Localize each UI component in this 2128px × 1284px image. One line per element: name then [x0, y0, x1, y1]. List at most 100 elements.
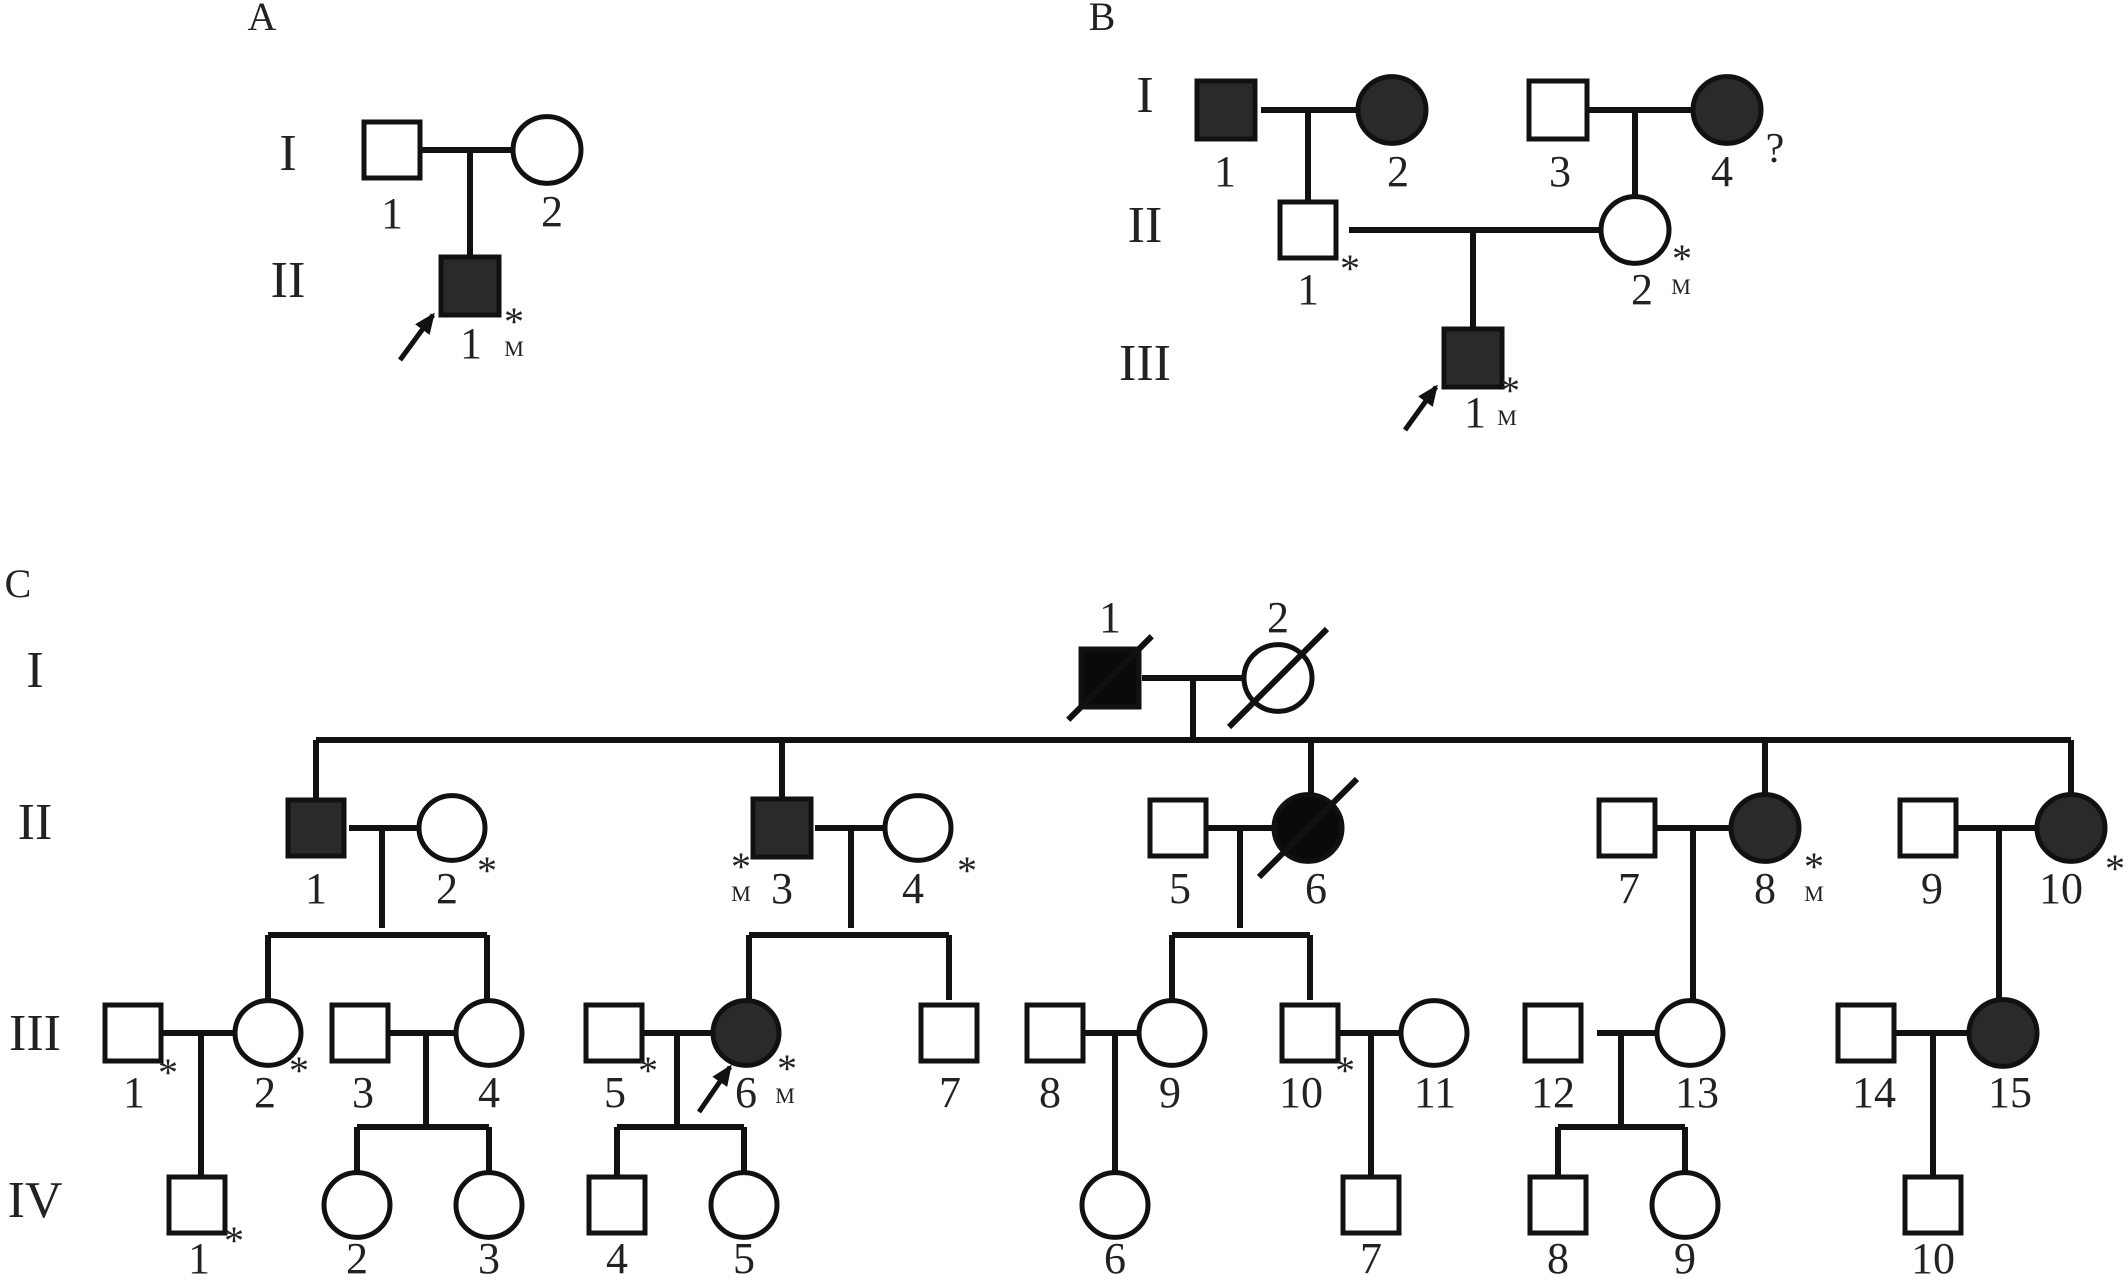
individual-female	[708, 1170, 780, 1240]
individual-number: 1	[381, 189, 403, 238]
individual-number: 10	[1279, 1068, 1323, 1117]
deceased-slash	[1226, 626, 1330, 730]
individual-number: 2	[1267, 593, 1289, 642]
individual-male	[1024, 1002, 1086, 1064]
male-symbol	[102, 1002, 164, 1064]
tested-asterisk: *	[638, 1048, 658, 1093]
mutation-label: M	[1497, 405, 1517, 430]
individual-male	[586, 1174, 648, 1236]
male-symbol	[1340, 1174, 1402, 1236]
male-symbol	[1522, 1002, 1584, 1064]
individual-number: 5	[604, 1068, 626, 1117]
individual-male	[1066, 634, 1154, 722]
individual-number: 12	[1531, 1068, 1575, 1117]
individual-number: 1	[1214, 147, 1236, 196]
individual-female	[696, 998, 782, 1114]
individual-female	[1598, 194, 1672, 266]
individual-number: 9	[1159, 1068, 1181, 1117]
male-symbol	[1527, 1174, 1589, 1236]
male-symbol	[1194, 78, 1258, 142]
female-symbol	[710, 998, 782, 1068]
individual-number: 4	[902, 864, 924, 913]
individual-number: 3	[1549, 147, 1571, 196]
tested-asterisk: *	[731, 844, 751, 889]
male-symbol	[1526, 78, 1590, 142]
female-symbol	[510, 114, 584, 186]
individual-male	[583, 1002, 645, 1064]
male-symbol	[750, 796, 814, 860]
mutation-label: M	[775, 1083, 795, 1108]
individual-male	[1526, 78, 1590, 142]
individual-number: 7	[1360, 1234, 1382, 1279]
female-symbol	[1966, 997, 2040, 1069]
female-symbol	[1649, 1170, 1721, 1240]
proband-arrow	[696, 1064, 733, 1114]
uncertain-mark: ?	[1766, 126, 1785, 172]
female-symbol	[1398, 998, 1470, 1068]
individual-number: 2	[1387, 147, 1409, 196]
individual-number: 3	[478, 1234, 500, 1279]
mutation-label: M	[1804, 881, 1824, 906]
individual-female	[1649, 1170, 1721, 1240]
panel-label: B	[1089, 0, 1116, 39]
deceased-slash	[1066, 634, 1154, 722]
individual-number: 4	[606, 1234, 628, 1279]
male-symbol	[1147, 797, 1209, 859]
individual-male	[1902, 1174, 1964, 1236]
individual-female	[232, 998, 304, 1068]
individual-male	[918, 1002, 980, 1064]
male-symbol	[1897, 797, 1959, 859]
individual-number: 8	[1547, 1234, 1569, 1279]
tested-asterisk: *	[2105, 846, 2125, 891]
individual-female	[1226, 626, 1330, 730]
male-symbol	[1596, 797, 1658, 859]
individual-number: 5	[1169, 864, 1191, 913]
generation-label: II	[271, 252, 306, 309]
individual-male	[1194, 78, 1258, 142]
individual-female	[1136, 998, 1208, 1068]
individual-male	[166, 1174, 228, 1236]
individual-male	[329, 1002, 391, 1064]
tested-asterisk: *	[1340, 246, 1360, 291]
individual-female	[1728, 792, 1802, 864]
individual-number: 1	[460, 319, 482, 368]
individual-number: 1	[123, 1068, 145, 1117]
individual-number: 2	[254, 1068, 276, 1117]
individual-number: 14	[1852, 1068, 1896, 1117]
individual-number: 6	[735, 1068, 757, 1117]
individual-female	[2034, 792, 2108, 864]
individual-number: 1	[305, 864, 327, 913]
male-symbol	[1279, 1002, 1341, 1064]
generation-label: III	[1119, 335, 1171, 392]
male-symbol	[1835, 1002, 1897, 1064]
generation-label: I	[26, 642, 43, 699]
individual-number: 5	[733, 1234, 755, 1279]
individual-male	[1340, 1174, 1402, 1236]
individual-number: 2	[346, 1234, 368, 1279]
individual-male	[102, 1002, 164, 1064]
generation-label: III	[9, 1005, 61, 1062]
individual-number: 1	[1297, 265, 1319, 314]
individual-female	[882, 793, 954, 863]
generation-label: I	[1136, 67, 1153, 124]
generation-label: II	[1128, 197, 1163, 254]
individual-number: 9	[1921, 864, 1943, 913]
individual-number: 3	[771, 864, 793, 913]
individual-female	[416, 793, 488, 863]
female-symbol	[1355, 74, 1429, 146]
individual-male	[1897, 797, 1959, 859]
mutation-label: M	[1671, 274, 1691, 299]
male-symbol	[918, 1002, 980, 1064]
individual-number: 7	[1618, 864, 1640, 913]
individual-number: 7	[939, 1068, 961, 1117]
individual-number: 9	[1674, 1234, 1696, 1279]
male-symbol	[1902, 1174, 1964, 1236]
individual-male	[1402, 326, 1505, 432]
panel-label: C	[5, 561, 32, 606]
individual-male	[397, 254, 502, 362]
individual-number: 6	[1305, 864, 1327, 913]
individual-number: 2	[1631, 265, 1653, 314]
tested-asterisk: *	[957, 848, 977, 893]
